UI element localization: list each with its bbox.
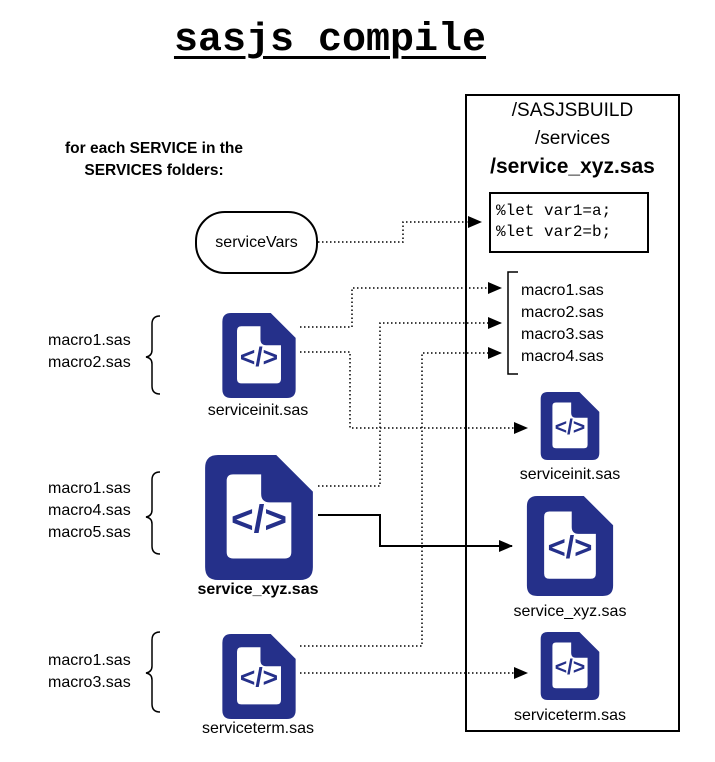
code-box: %let var1=a; %let var2=b; bbox=[489, 192, 649, 253]
code-file-icon: </> bbox=[205, 455, 313, 580]
serviceterm-macro-list: macro1.sas macro3.sas bbox=[48, 650, 131, 694]
build-path-services: /services bbox=[535, 128, 610, 149]
service-xyz-macro-list: macro1.sas macro4.sas macro5.sas bbox=[48, 478, 131, 544]
svg-text:</>: </> bbox=[231, 499, 287, 542]
svg-text:</>: </> bbox=[555, 416, 586, 439]
output-serviceinit-label: serviceinit.sas bbox=[519, 466, 621, 483]
connector-term-macro4 bbox=[300, 347, 502, 647]
service-vars-label: serviceVars bbox=[215, 233, 298, 251]
connector-xyz-macro3 bbox=[318, 317, 502, 487]
output-service-xyz-label: service_xyz.sas bbox=[513, 603, 627, 620]
service-xyz-label: service_xyz.sas bbox=[197, 581, 319, 598]
svg-text:</>: </> bbox=[555, 656, 586, 679]
compiled-macro-item: macro1.sas bbox=[521, 282, 604, 299]
code-line: %let var1=a; bbox=[496, 202, 612, 220]
connector-init-macro1 bbox=[300, 282, 502, 328]
build-folder-box bbox=[465, 94, 680, 732]
connector-servicevars bbox=[318, 216, 482, 243]
code-file-icon: </> bbox=[526, 496, 614, 596]
macro-item: macro2.sas bbox=[48, 354, 131, 371]
intro-text: for each SERVICE in the SERVICES folders… bbox=[64, 140, 243, 179]
service-vars-node: serviceVars bbox=[195, 211, 318, 274]
code-file-icon: </> bbox=[222, 313, 296, 398]
build-path: /SASJSBUILD /services /service_xyz.sas bbox=[465, 97, 680, 181]
code-line: %let var2=b; bbox=[496, 223, 612, 241]
output-serviceterm-label: serviceterm.sas bbox=[513, 707, 627, 724]
compiled-macro-item: macro2.sas bbox=[521, 304, 604, 321]
svg-text:</>: </> bbox=[240, 342, 278, 372]
svg-text:</>: </> bbox=[240, 663, 278, 693]
serviceinit-macro-list: macro1.sas macro2.sas bbox=[48, 330, 131, 374]
code-file-icon: </> bbox=[222, 634, 296, 719]
macro-item: macro1.sas bbox=[48, 652, 131, 669]
bracket bbox=[507, 271, 518, 375]
brace bbox=[145, 315, 161, 395]
build-path-file: /service_xyz.sas bbox=[490, 155, 655, 178]
build-path-root: /SASJSBUILD bbox=[511, 100, 634, 121]
svg-text:</>: </> bbox=[548, 530, 593, 565]
brace bbox=[145, 471, 161, 555]
code-file-icon: </> bbox=[540, 632, 600, 700]
compiled-macro-item: macro4.sas bbox=[521, 348, 604, 365]
macro-item: macro1.sas bbox=[48, 480, 131, 497]
serviceterm-label: serviceterm.sas bbox=[201, 720, 315, 737]
connector-init-macro2 bbox=[300, 351, 528, 434]
macro-item: macro5.sas bbox=[48, 524, 131, 541]
connector-xyz-output bbox=[318, 514, 513, 552]
code-file-icon: </> bbox=[540, 392, 600, 460]
page-title: sasjs compile bbox=[173, 18, 487, 63]
macro-item: macro1.sas bbox=[48, 332, 131, 349]
compiled-macro-list: macro1.sas macro2.sas macro3.sas macro4.… bbox=[521, 280, 604, 368]
macro-item: macro4.sas bbox=[48, 502, 131, 519]
macro-item: macro3.sas bbox=[48, 674, 131, 691]
compiled-macro-item: macro3.sas bbox=[521, 326, 604, 343]
brace bbox=[145, 631, 161, 713]
serviceinit-label: serviceinit.sas bbox=[207, 402, 309, 419]
